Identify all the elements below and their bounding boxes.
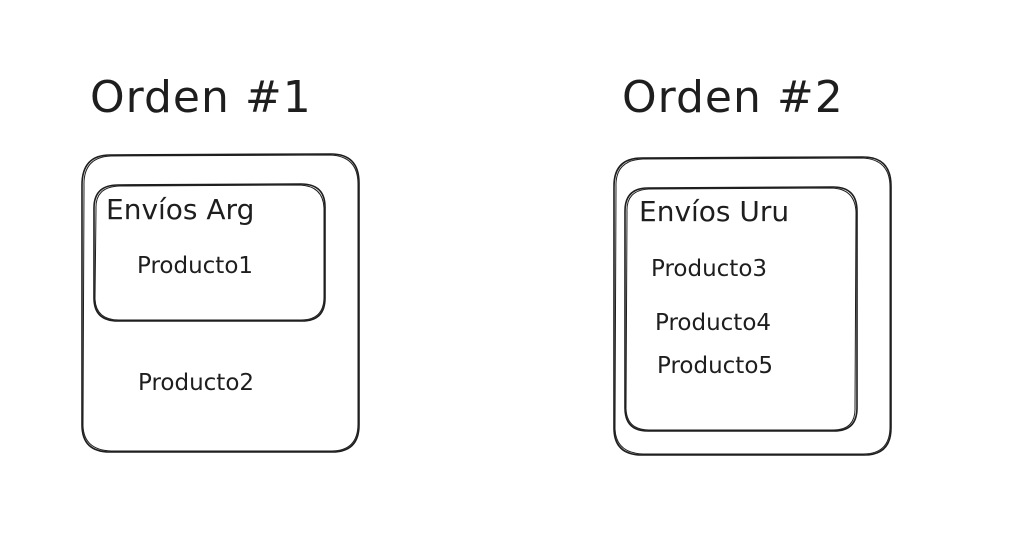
- order-1-title: Orden #1: [90, 72, 312, 123]
- order-1-product-1: Producto1: [137, 253, 254, 279]
- order-1-product-2: Producto2: [138, 370, 255, 396]
- order-1-group-box: [93, 183, 326, 322]
- order-2-box: [613, 156, 892, 456]
- order-1-group-label: Envíos Arg: [106, 193, 255, 226]
- order-2-title: Orden #2: [622, 72, 844, 123]
- order-2-product-5: Producto5: [657, 353, 774, 379]
- order-2-product-3: Producto3: [651, 256, 768, 282]
- order-2-group-label: Envíos Uru: [639, 195, 790, 228]
- order-1-box: [81, 153, 360, 453]
- order-2-product-4: Producto4: [655, 310, 772, 336]
- order-2-group-box: [624, 186, 858, 432]
